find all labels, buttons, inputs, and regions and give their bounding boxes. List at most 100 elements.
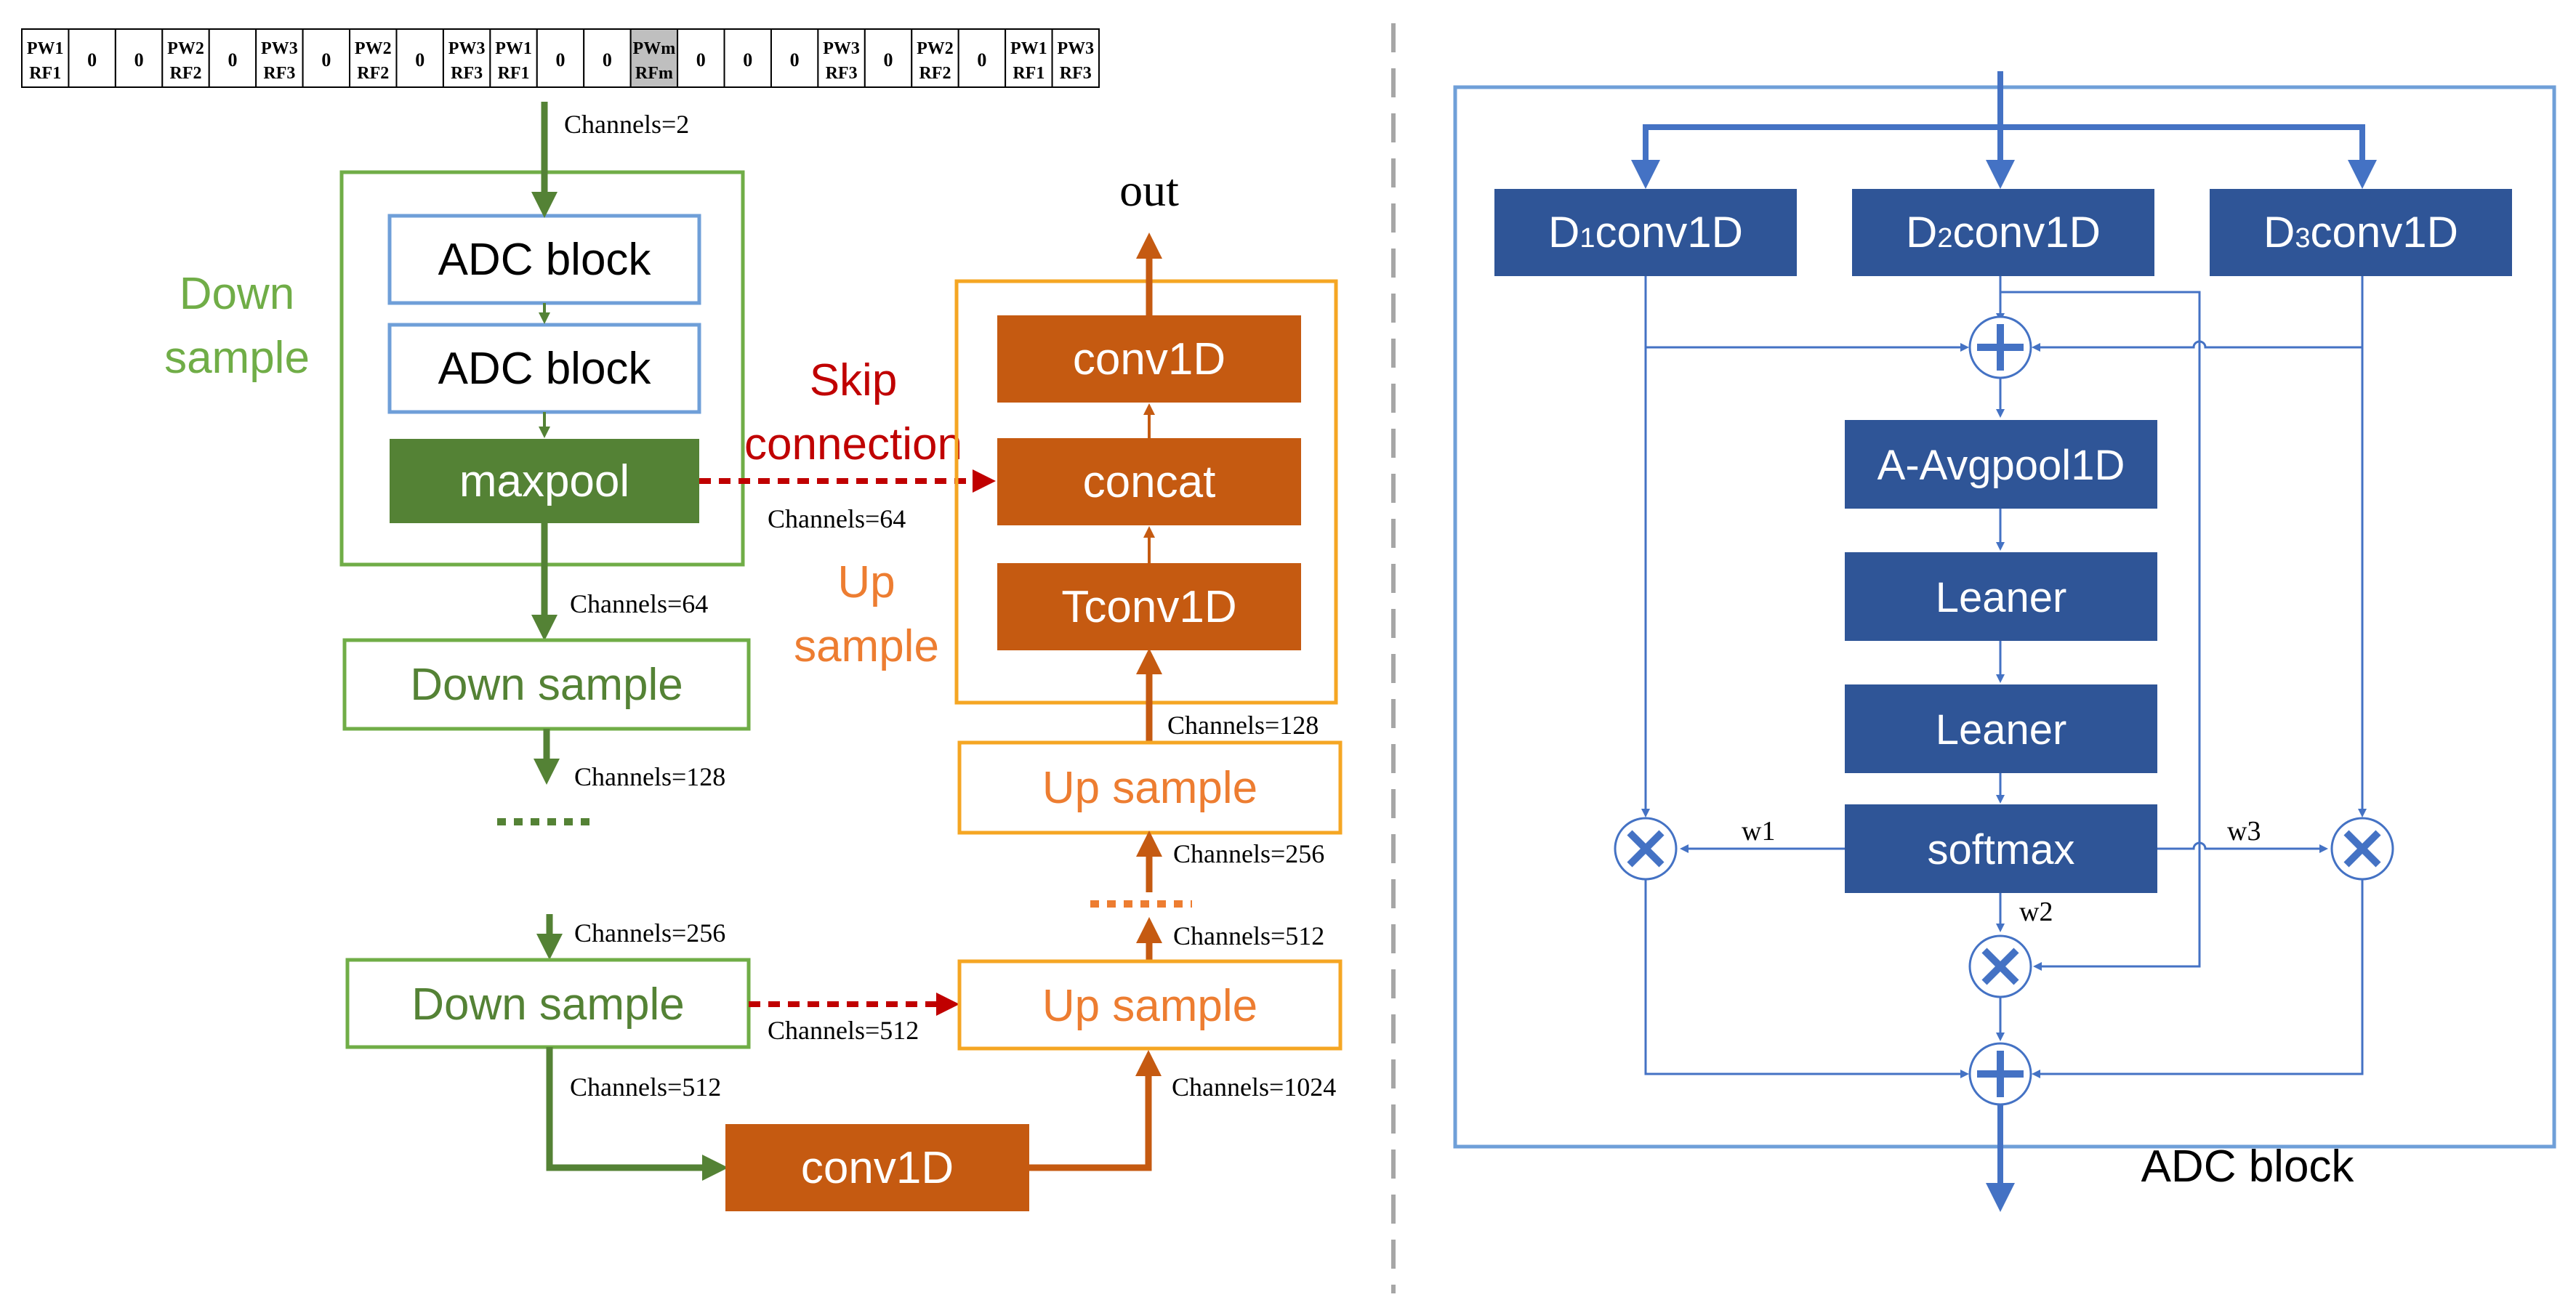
sequence-cell-rf: RF3 [826,64,858,83]
sequence-cell-zero: 0 [790,49,800,70]
sequence-cell: 0 [677,28,725,88]
sequence-cell-zero: 0 [87,49,97,70]
skip-connection-title-line2: connection [744,419,962,469]
sequence-cell-zero: 0 [228,49,237,70]
w3-label: w3 [2227,816,2261,847]
d1-conv1d-block [1494,189,1797,276]
sequence-cell-rf: RF2 [357,64,389,83]
d1-to-sum-line [1644,276,1969,352]
sequence-cell: 0 [536,28,585,88]
sequence-cell: 0 [864,28,913,88]
sequence-cell-zero: 0 [884,49,893,70]
up-sample-box-2 [957,959,1343,1051]
channels-input-label: Channels=2 [564,110,689,139]
sequence-cell-rf: RFm [635,64,673,83]
d3-to-sum-line [2032,276,2364,352]
d2-subscript: 2 [1937,223,1952,254]
channels-skip-label: Channels=64 [768,504,906,533]
adc-block-2-label: ADC block [438,344,652,394]
up-sample-box-1-label: Up sample [1042,763,1257,813]
sequence-cell-pw: PW2 [355,39,392,58]
adc-block-1-label: ADC block [438,235,652,285]
sum-node-top [1968,315,2032,379]
sequence-cell-zero: 0 [743,49,752,70]
adc-block-caption: ADC block [2141,1142,2355,1192]
sequence-cell-pw: PW3 [448,39,486,58]
sequence-cell-zero: 0 [321,49,331,70]
sequence-cell-rf: RF2 [170,64,202,83]
d3-conv1d-label: D3conv1D [2263,208,2458,256]
sequence-cell-pw: PWm [633,39,676,58]
sequence-cell: 0 [583,28,632,88]
sequence-cell-zero: 0 [134,49,144,70]
skip-connection-title-line1: Skip [810,355,898,405]
multiply-node-left [1614,817,1678,881]
maxpool-label: maxpool [459,456,629,506]
sequence-cell-rf: RF1 [498,64,530,83]
maxpool-block [390,439,699,523]
d2-conv1d-block [1852,189,2154,276]
sequence-cell-pw: PW3 [823,39,860,58]
adc-block-1 [387,214,701,305]
sequence-cell: 0 [208,28,257,88]
sequence-cell-pw: PW2 [917,39,954,58]
sequence-cell-pw: PW1 [495,39,532,58]
d1-subscript: 1 [1579,223,1595,254]
softmax-label: softmax [1927,826,2074,873]
d1-conv1d-label: D1conv1D [1548,208,1743,256]
branch-to-d3 [2000,124,2377,189]
sequence-cell-pw: PW3 [1057,39,1094,58]
leaner-2-label: Leaner [1936,706,2067,754]
sequence-cell-rf: RF3 [1060,64,1092,83]
sequence-cell: 0 [957,28,1007,88]
mult-right-to-sum-line [2032,879,2364,1078]
channels-128-down-label: Channels=128 [574,762,725,791]
sequence-cell: 0 [723,28,772,88]
sequence-cell-pw: PW3 [261,39,298,58]
d2-suffix: conv1D [1953,208,2101,256]
channels-after-pool-label: Channels=64 [570,589,708,618]
channels-1024-label: Channels=1024 [1172,1072,1336,1102]
channels-256-up-label: Channels=256 [1173,839,1324,868]
channels-128-up-label: Channels=128 [1167,711,1319,740]
tconv1d-block [997,563,1301,650]
w2-label: w2 [2019,897,2053,927]
d2-bypass-line [2000,291,2201,971]
up-sample-title-line2: sample [794,621,939,671]
multiply-node-center [1968,934,2032,998]
branch-to-d1 [1631,124,2000,189]
d2-prefix: D [1906,208,1937,256]
sequence-cell-pw: PW1 [1010,39,1047,58]
sequence-cell-rf: RF1 [29,64,61,83]
sequence-cell: 0 [770,28,819,88]
tconv1d-label: Tconv1D [1061,582,1236,632]
concat-label: concat [1083,457,1216,507]
sequence-cell: 0 [68,28,116,88]
sequence-cell-zero: 0 [977,49,986,70]
adc-block-frame [1453,85,2556,1149]
d1-prefix: D [1548,208,1579,256]
down-sample-box-2 [345,958,751,1049]
adc-block-2 [387,323,701,414]
sequence-cell: 0 [302,28,351,88]
w3-line [2157,841,2328,853]
avgpool-label: A-Avgpool1D [1877,442,2125,489]
multiply-node-right [2330,817,2394,881]
up-sample-box-2-label: Up sample [1042,981,1257,1031]
sequence-cell-rf: RF3 [263,64,295,83]
down-sample-box-2-label: Down sample [411,979,685,1030]
channels-256-down-label: Channels=256 [574,918,725,948]
down-sample-title-line1: Down [180,269,295,319]
sequence-cell-pw: PW1 [27,39,64,58]
sequence-cell: 0 [395,28,444,88]
sum-node-bottom [1968,1042,2032,1106]
arrow-bottom-conv-to-up [1029,1050,1162,1171]
